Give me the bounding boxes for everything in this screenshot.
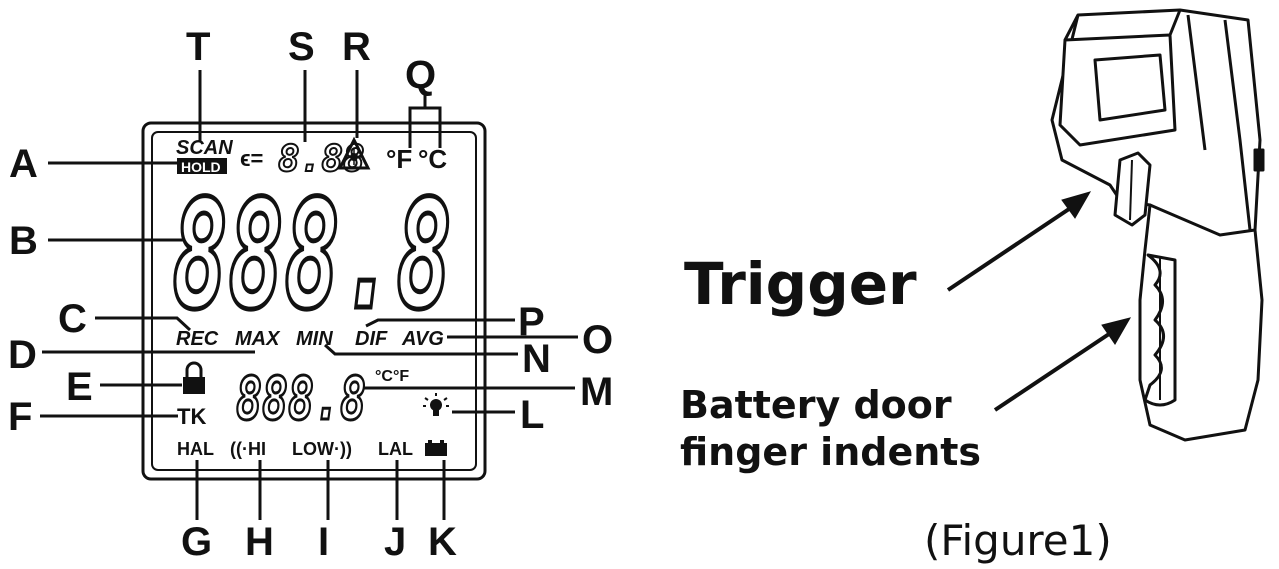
backlight-bulb-icon — [423, 393, 449, 416]
callout-m: M — [580, 370, 613, 414]
callout-k: K — [428, 520, 457, 564]
figure-caption: (Figure1) — [924, 516, 1112, 565]
battery-door-label-line2: finger indents — [680, 430, 981, 474]
avg-indicator: AVG — [401, 328, 444, 350]
callout-r: R — [342, 25, 371, 69]
laser-warning-icon — [337, 136, 371, 170]
callout-o: O — [582, 318, 613, 362]
lock-icon — [183, 361, 205, 394]
callout-l: L — [520, 393, 544, 437]
lcd-panel — [141, 121, 487, 481]
secondary-units: °C°F — [375, 368, 409, 385]
callout-t: T — [186, 25, 210, 69]
device-arrows — [946, 191, 1132, 412]
hold-indicator: HOLD — [181, 159, 221, 175]
low-alarm-indicator: LOW·)) — [292, 439, 352, 459]
callout-a: A — [9, 142, 38, 186]
callout-h: H — [245, 520, 274, 564]
callout-b: B — [9, 219, 38, 263]
trigger-label: Trigger — [684, 250, 917, 318]
rec-indicator: REC — [176, 328, 219, 350]
callout-d: D — [8, 333, 37, 377]
battery-icon — [425, 440, 447, 456]
callout-q: Q — [405, 53, 436, 97]
main-temperature-digits: 888.8 — [172, 169, 452, 343]
emissivity-symbol: ϵ= — [240, 146, 263, 171]
callout-j: J — [384, 520, 406, 564]
thermocouple-indicator: TK — [177, 404, 206, 429]
min-indicator: MIN — [296, 328, 333, 350]
callout-c: C — [58, 297, 87, 341]
dif-indicator: DIF — [355, 328, 388, 350]
callout-e: E — [66, 365, 93, 409]
callout-n: N — [522, 337, 551, 381]
max-indicator: MAX — [235, 328, 281, 350]
hal-indicator: HAL — [177, 439, 214, 459]
callout-g: G — [181, 520, 212, 564]
battery-door-label-line1: Battery door — [680, 383, 952, 427]
scan-indicator: SCAN — [176, 137, 233, 159]
thermometer-device-illustration — [1050, 8, 1265, 442]
callout-f: F — [8, 395, 32, 439]
callout-s: S — [288, 25, 315, 69]
unit-celsius: °C — [418, 144, 447, 174]
unit-fahrenheit: °F — [386, 144, 412, 174]
lal-indicator: LAL — [378, 439, 413, 459]
callout-lines — [40, 70, 578, 520]
callout-i: I — [318, 520, 329, 564]
hi-alarm-indicator: ((·HI — [230, 439, 266, 459]
callout-p: P — [518, 300, 545, 344]
secondary-digits: 888.8 — [236, 364, 366, 434]
hold-indicator-bg — [177, 158, 227, 174]
